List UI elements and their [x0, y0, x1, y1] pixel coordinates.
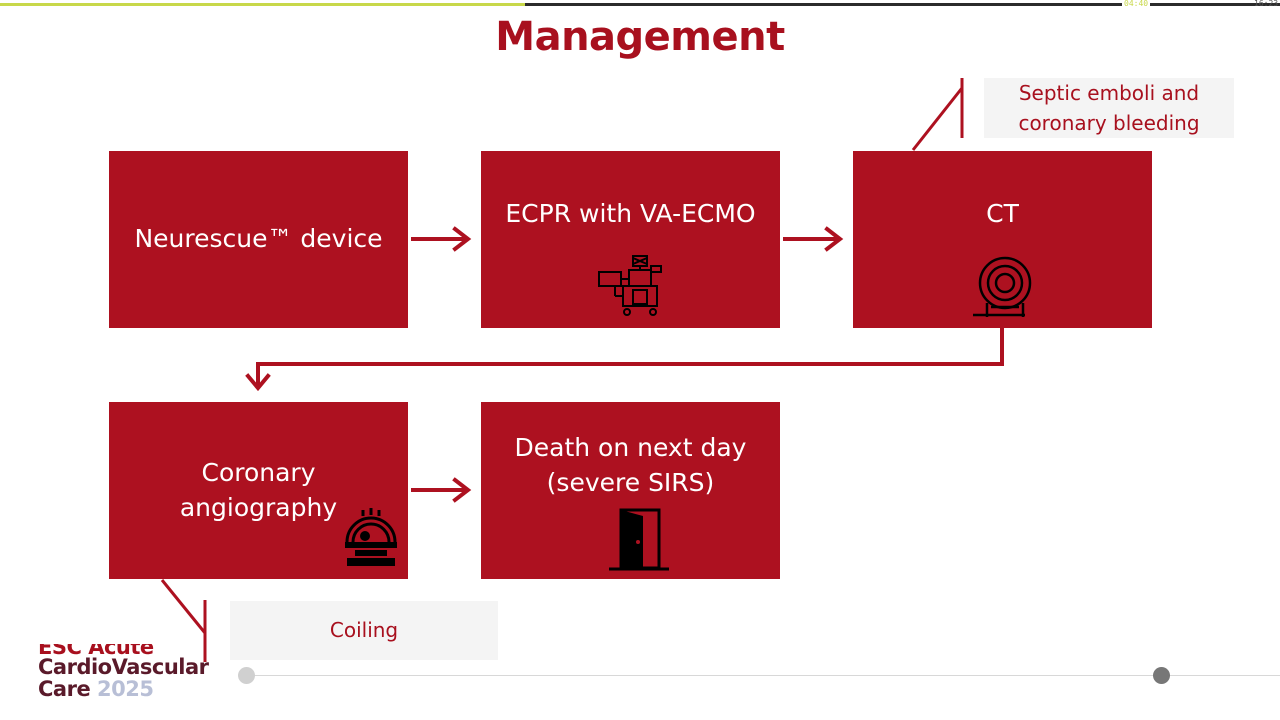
logo-line1: ESC Acute [38, 644, 154, 656]
arrow-head-3 [245, 373, 271, 392]
slide-title: Management [495, 14, 785, 60]
septic-note-line2: coronary bleeding [1018, 111, 1200, 135]
septic-note-line1: Septic emboli and [1018, 81, 1200, 105]
scrubber-handle[interactable] [1153, 667, 1170, 684]
logo-line2: CardioVascular [38, 655, 209, 679]
open-door-icon [609, 508, 669, 571]
ct-box: CT [853, 151, 1152, 328]
septic-emboli-note: Septic emboli and coronary bleeding [984, 78, 1234, 138]
progress-track-end [1150, 3, 1280, 6]
arrow-ct-to-angio [256, 328, 1004, 388]
angiography-box: Coronary angiography [109, 402, 408, 579]
ct-scanner-icon [973, 256, 1032, 317]
ecmo-machine-icon [598, 255, 662, 316]
arrow-head-2 [824, 226, 844, 252]
death-box: Death on next day (severe SIRS) [481, 402, 780, 579]
callout-septic-line [911, 87, 964, 151]
scrubber-start-handle[interactable] [238, 667, 255, 684]
ecpr-label: ECPR with VA-ECMO [505, 199, 756, 228]
progress-fill [0, 3, 525, 6]
angiography-label-line1: Coronary [201, 458, 316, 487]
neurescue-box: Neurescue™ device [109, 151, 408, 328]
progress-track[interactable] [0, 3, 1122, 6]
angiography-machine-icon [345, 508, 397, 566]
arrow-head-4 [452, 477, 472, 503]
angiography-label-line2: angiography [179, 493, 338, 522]
death-label-line2: (severe SIRS) [546, 468, 715, 497]
coiling-label: Coiling [329, 618, 399, 642]
esc-acute-logo: ESC Acute CardioVascular Care 2025 [38, 644, 209, 700]
callout-coiling-line [160, 579, 207, 634]
arrow-head-1 [452, 226, 472, 252]
ecpr-box: ECPR with VA-ECMO [481, 151, 780, 328]
slide-scrubber-track[interactable] [246, 675, 1280, 676]
total-time: 16:23 [1254, 0, 1279, 8]
elapsed-time: 04:40 [1124, 0, 1149, 8]
ct-label: CT [986, 199, 1019, 228]
logo-line3-year: 2025 [97, 677, 154, 701]
neurescue-label: Neurescue™ device [134, 224, 383, 253]
death-label-line1: Death on next day [514, 433, 747, 462]
logo-line3-care: Care [38, 677, 97, 701]
coiling-note: Coiling [230, 601, 498, 660]
video-progress-bar[interactable]: 04:40 16:23 [0, 0, 1280, 8]
